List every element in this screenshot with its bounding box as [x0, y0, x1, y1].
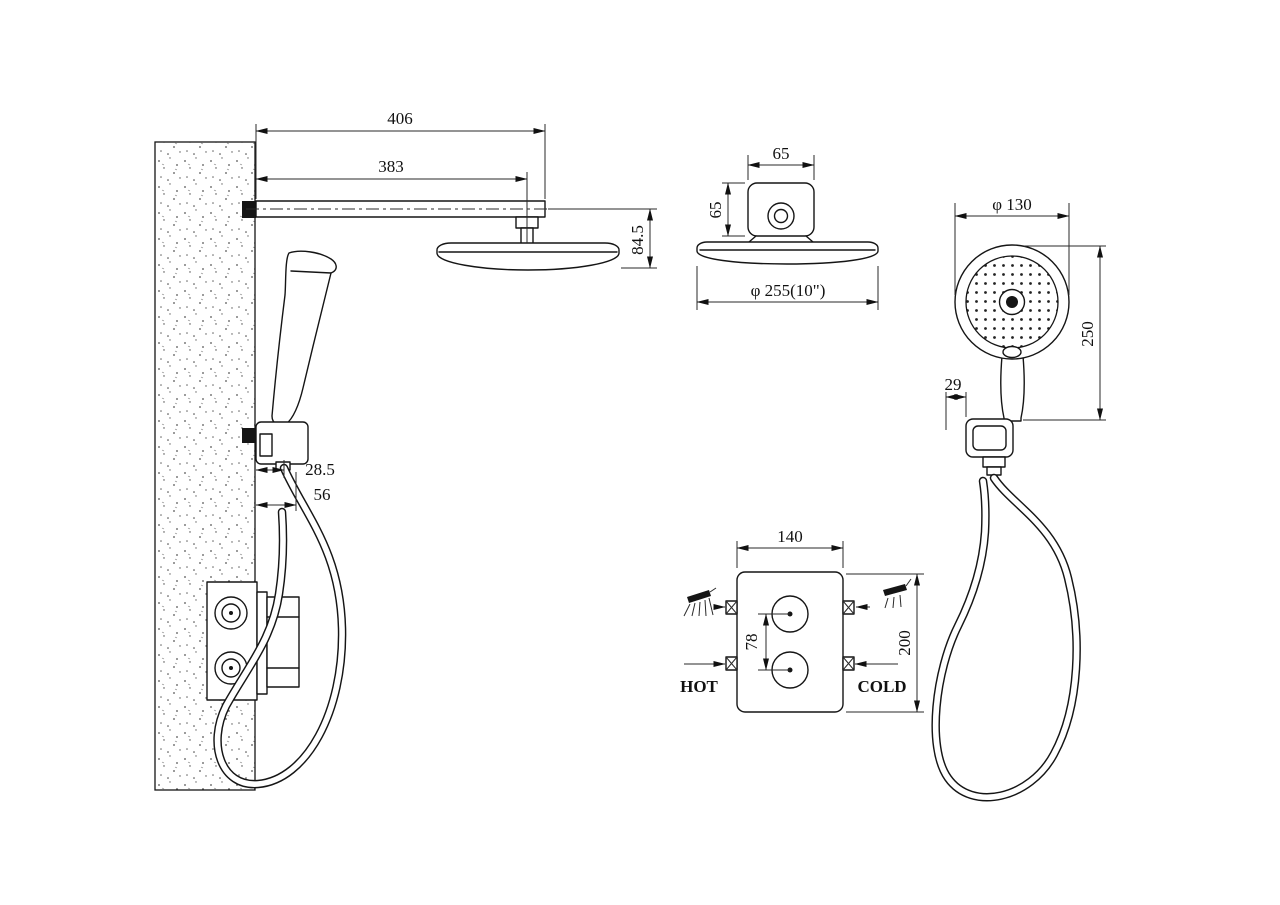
hand-shower-holder-side — [242, 421, 309, 471]
arm-wall-fitting — [242, 201, 256, 218]
holder-wall-fitting — [242, 428, 256, 443]
dim-28-5-label: 28.5 — [305, 460, 335, 479]
hand-shower-front-view: φ 130 250 29 — [931, 195, 1106, 802]
dim-holder-offset: 29 — [945, 375, 967, 430]
cold-label: COLD — [857, 677, 906, 696]
dim-knob-spacing: 78 — [742, 613, 790, 671]
dim-hand-head-diameter: φ 130 — [954, 195, 1070, 295]
dim-valve-height: 200 — [846, 573, 924, 713]
dim-56-label: 56 — [314, 485, 331, 504]
rain-head-top-view: 65 65 φ 255(10") — [696, 144, 879, 310]
hand-shower-handle — [999, 355, 1026, 422]
valve-body — [736, 571, 844, 713]
dim-65w-label: 65 — [773, 144, 790, 163]
valve-trim-body — [266, 596, 300, 688]
dim-200-label: 200 — [895, 630, 914, 656]
ceiling-bracket-top — [747, 182, 815, 243]
valve-ports — [725, 600, 855, 671]
rain-head-profile — [696, 241, 879, 265]
dim-406-label: 406 — [387, 109, 413, 128]
hose-connector — [982, 456, 1006, 468]
dim-wall-to-hose: 28.5 — [255, 460, 335, 479]
dim-arm-to-head: 383 — [255, 157, 528, 243]
dim-bracket-width: 65 — [747, 144, 815, 180]
side-elevation-view: 406 383 84.5 28.5 56 — [154, 109, 657, 791]
dim-29-label: 29 — [945, 375, 962, 394]
dim-head-drop: 84.5 — [548, 208, 657, 269]
hand-shower-head — [954, 244, 1070, 360]
dim-bracket-depth: 65 — [706, 182, 745, 237]
hand-shower-side — [271, 250, 337, 427]
dim-65d-label: 65 — [706, 202, 725, 219]
center-button — [1006, 296, 1018, 308]
shower-hose-front — [931, 473, 1081, 802]
shower-hose-side — [213, 463, 347, 789]
dim-383-label: 383 — [378, 157, 404, 176]
dim-140-label: 140 — [777, 527, 803, 546]
dim-valve-width: 140 — [736, 527, 844, 568]
dim-hand-shower-length: 250 — [1023, 245, 1106, 421]
dim-250-label: 250 — [1078, 321, 1097, 347]
dim-wall-to-holder: 56 — [255, 472, 331, 511]
dim-head-diameter: φ 255(10") — [696, 266, 879, 310]
dim-78-label: 78 — [742, 634, 761, 651]
concealed-valve-side — [206, 581, 300, 701]
dim-255-label: φ 255(10") — [751, 281, 826, 300]
valve-front-view: 140 78 200 — [680, 527, 924, 713]
tub-spout-icon — [883, 578, 912, 609]
shower-arm — [242, 200, 556, 245]
wall-outlet-holder — [965, 418, 1014, 476]
dim-84-5-label: 84.5 — [628, 225, 647, 255]
dim-arm-overall: 406 — [255, 109, 546, 199]
hot-label: HOT — [680, 677, 718, 696]
dim-130-label: φ 130 — [992, 195, 1032, 214]
rain-head-side — [436, 242, 620, 271]
shower-mode-icon — [683, 587, 717, 617]
mode-button — [1002, 345, 1022, 359]
